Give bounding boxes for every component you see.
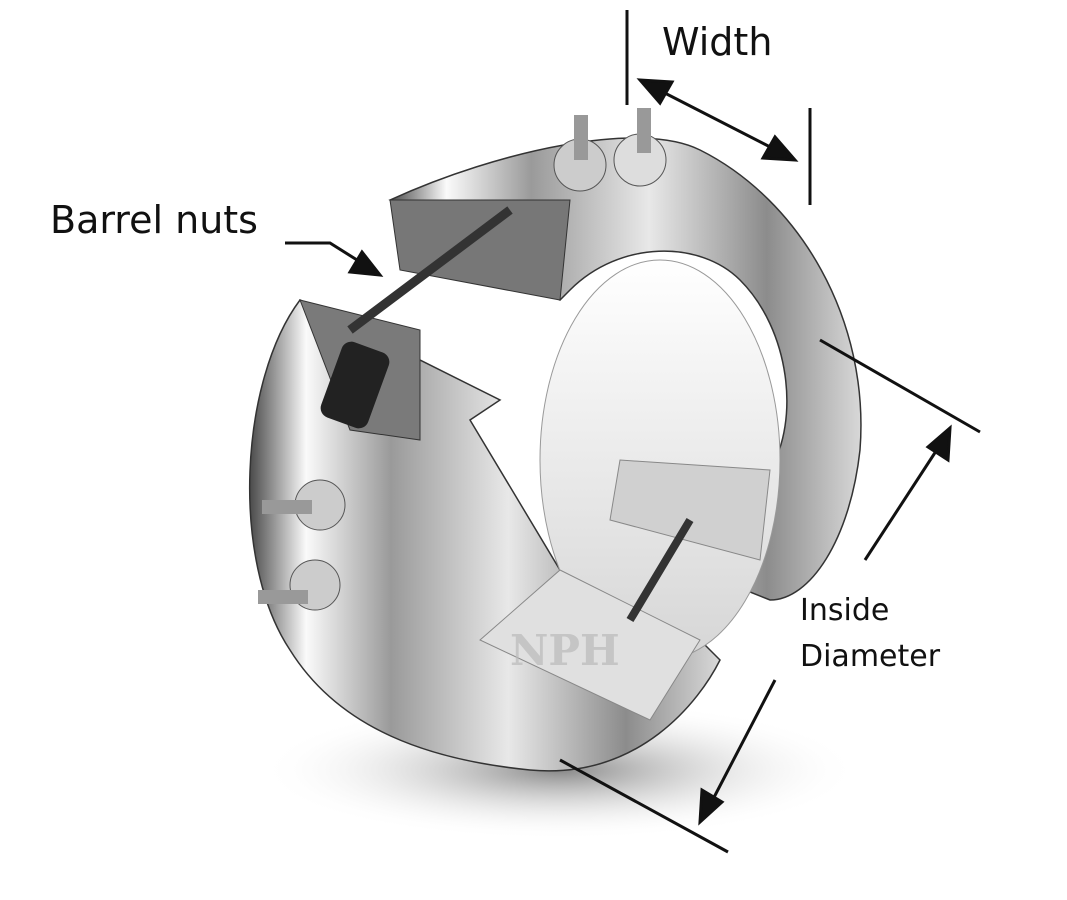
watermark: NPH (510, 626, 620, 675)
inside-diameter-label: Inside Diameter (800, 588, 940, 680)
heater-band (248, 137, 862, 772)
inside-label: Inside (800, 593, 890, 628)
width-label: Width (662, 20, 773, 64)
diameter-label: Diameter (800, 639, 941, 674)
terminal-posts (258, 108, 667, 611)
dimension-lines (285, 10, 981, 854)
barrel-nuts-label: Barrel nuts (50, 198, 258, 242)
